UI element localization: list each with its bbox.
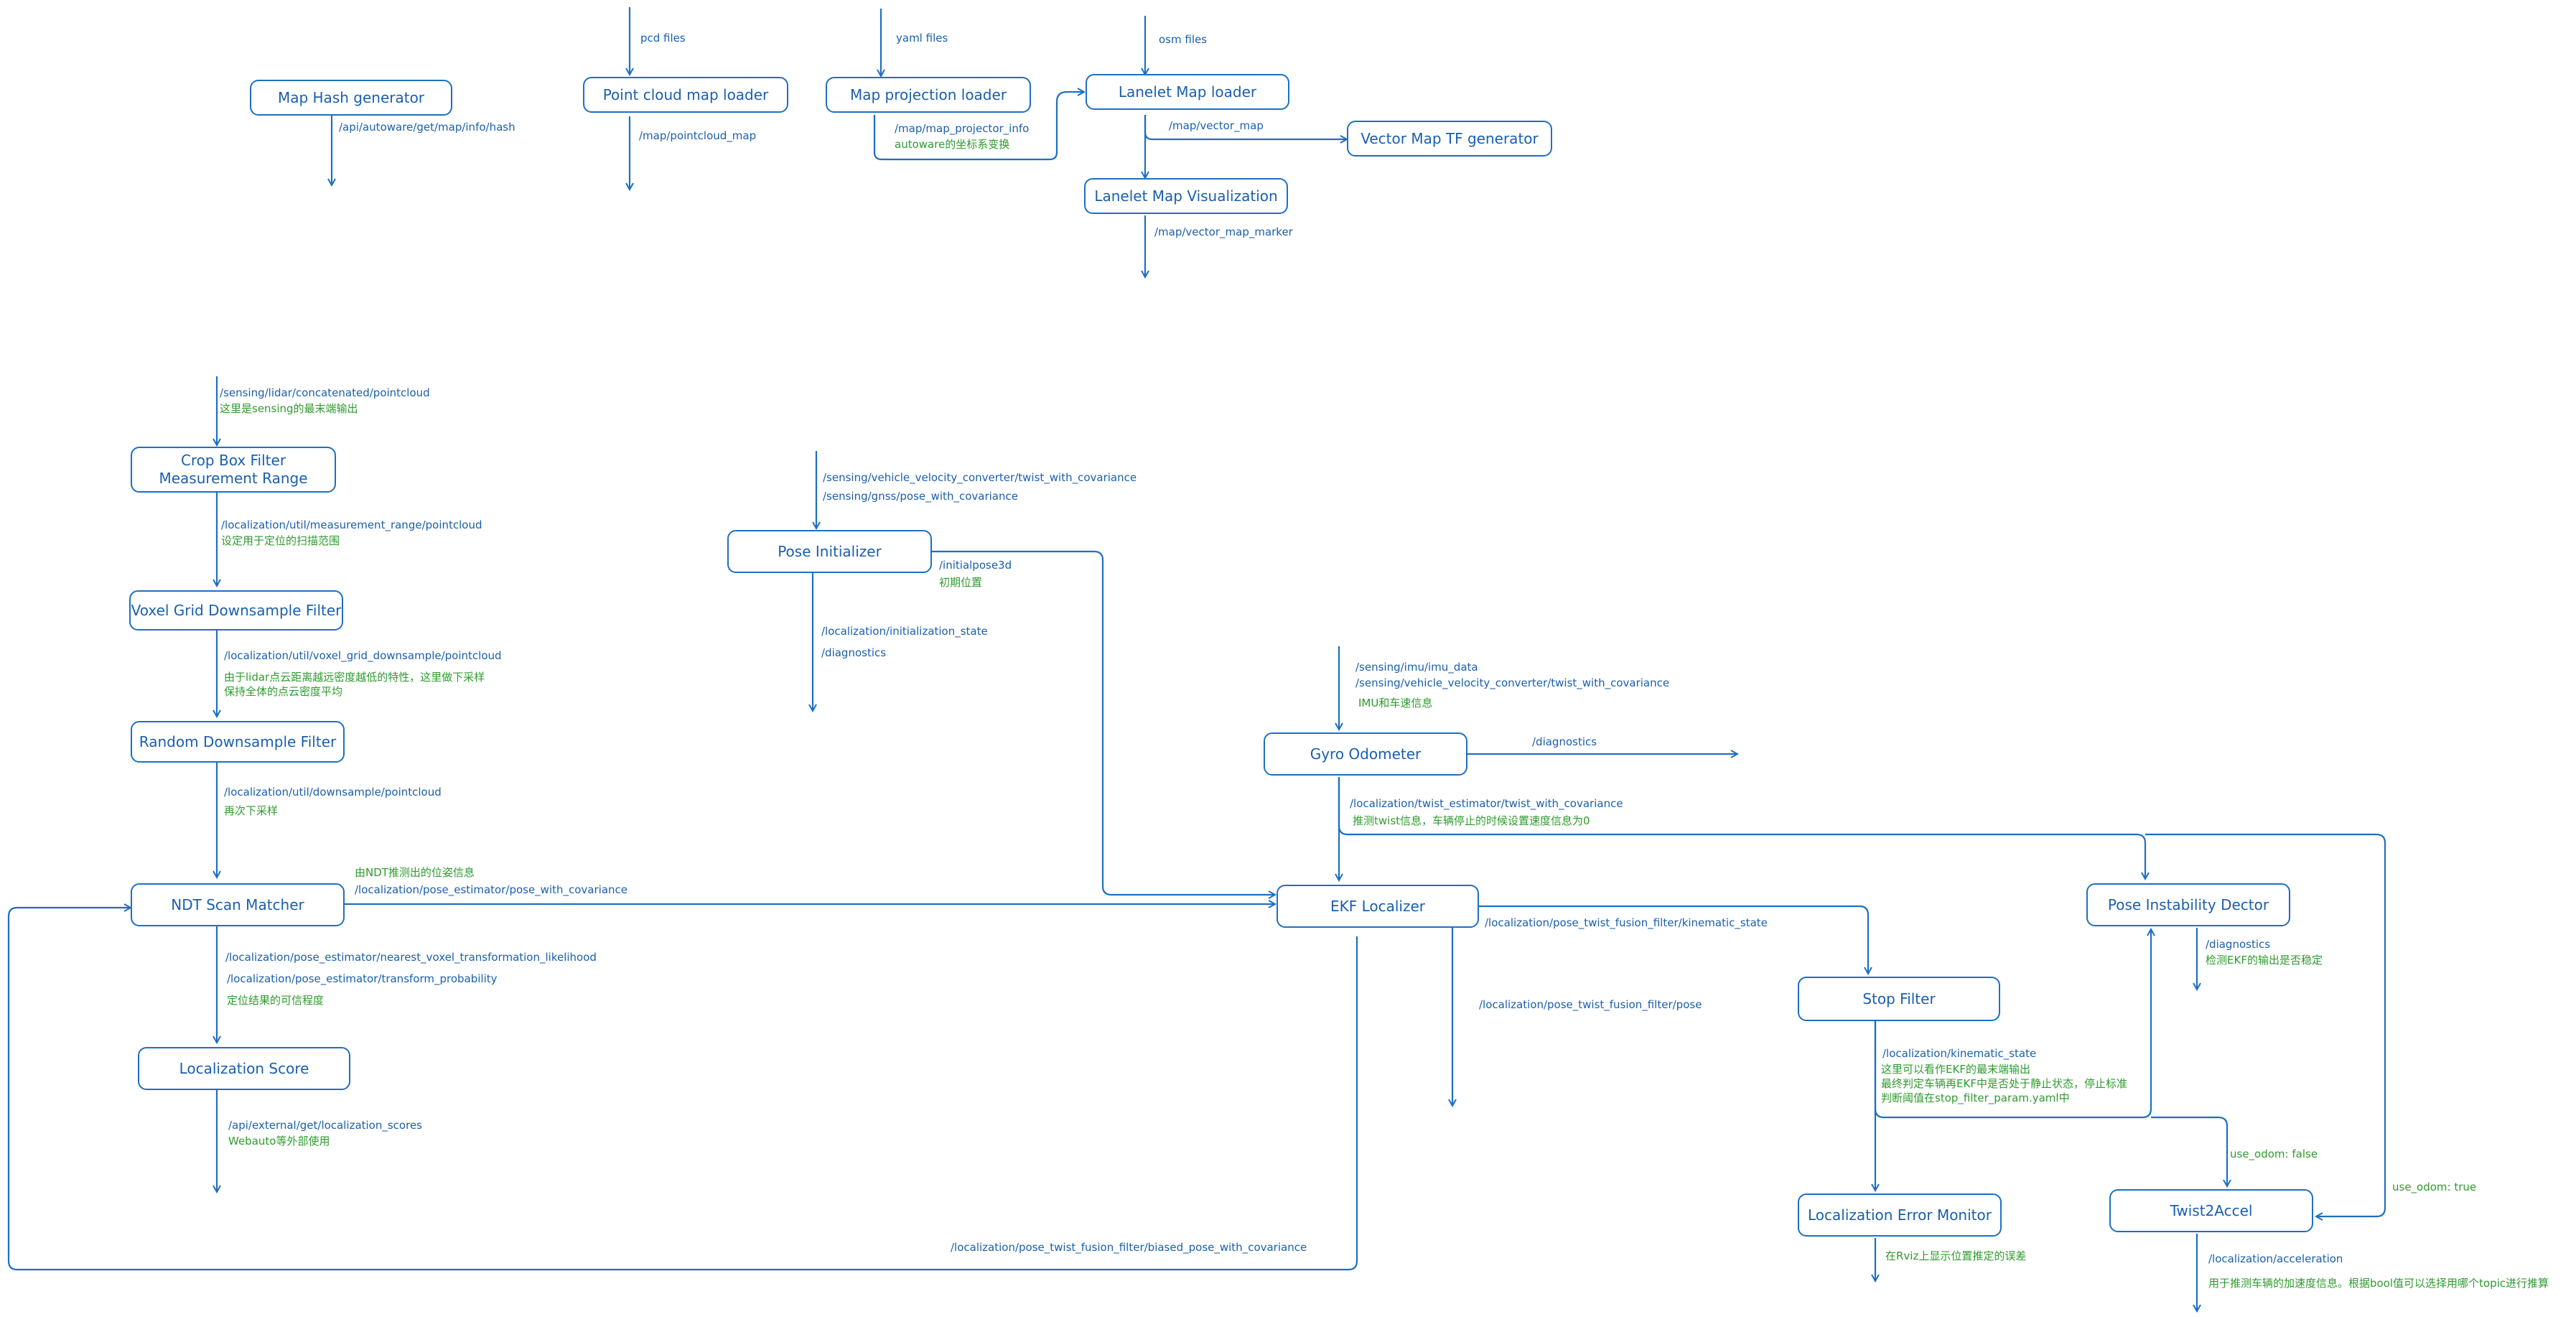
node-label: Twist2Accel <box>2170 1201 2253 1219</box>
label-ndt-out-topic: /localization/pose_estimator/pose_with_c… <box>355 883 628 896</box>
label-initialization-state: /localization/initialization_state <box>821 625 988 638</box>
label-osm-files: osm files <box>1159 33 1208 46</box>
label-gnss-topic: /sensing/gnss/pose_with_covariance <box>823 490 1018 503</box>
node-label-line-2: Measurement Range <box>159 470 308 487</box>
label-init-diagnostics: /diagnostics <box>821 646 887 659</box>
edge-stop-to-twist2accel <box>2151 1116 2227 1186</box>
label-localization-scores-note: Webauto等外部使用 <box>228 1135 330 1148</box>
node-localization-error-monitor[interactable]: Localization Error Monitor <box>1798 1193 2002 1237</box>
label-fusion-pose-topic: /localization/pose_twist_fusion_filter/p… <box>1479 998 1702 1011</box>
edge-pose-init-to-ekf <box>932 550 1275 895</box>
node-label: Map Hash generator <box>277 88 425 106</box>
label-api-map-hash: /api/autoware/get/map/info/hash <box>339 121 515 134</box>
node-label: Random Downsample Filter <box>139 732 337 750</box>
label-biased-pose-topic: /localization/pose_twist_fusion_filter/b… <box>951 1241 1307 1254</box>
node-ekf-localizer[interactable]: EKF Localizer <box>1277 885 1479 928</box>
label-vector-map: /map/vector_map <box>1169 119 1264 132</box>
label-twist-estimator-topic: /localization/twist_estimator/twist_with… <box>1350 797 1623 810</box>
label-ndt-transform-probability: /localization/pose_estimator/transform_p… <box>227 972 498 985</box>
label-use-odom-false: use_odom: false <box>2230 1148 2318 1160</box>
node-vector-map-tf-generator[interactable]: Vector Map TF generator <box>1347 121 1552 157</box>
node-map-hash-generator[interactable]: Map Hash generator <box>250 80 452 116</box>
label-stop-note-2: 最终判定车辆再EKF中是否处于静止状态，停止标准 <box>1881 1077 2127 1090</box>
node-label: Map projection loader <box>849 85 1007 103</box>
label-instability-note: 检测EKF的输出是否稳定 <box>2206 954 2323 967</box>
label-voxel-note-1: 由于lidar点云距离越远密度越低的特性，这里做下采样 <box>224 671 485 684</box>
node-label: Pose Instability Dector <box>2107 895 2269 913</box>
label-ndt-likelihood: /localization/pose_estimator/nearest_vox… <box>225 951 597 964</box>
node-label: Pose Initializer <box>778 542 882 560</box>
edge-gyro-to-twist2accel <box>2145 833 2386 1216</box>
node-label-line-1: Crop Box Filter <box>180 452 286 469</box>
label-lidar-topic: /sensing/lidar/concatenated/pointcloud <box>220 386 430 399</box>
label-instability-diagnostics: /diagnostics <box>2206 938 2271 951</box>
node-random-downsample-filter[interactable]: Random Downsample Filter <box>131 721 345 763</box>
node-label: Gyro Odometer <box>1310 745 1422 763</box>
label-meas-range-note: 设定用于定位的扫描范围 <box>221 534 340 547</box>
node-label: NDT Scan Matcher <box>171 895 304 913</box>
label-error-monitor-note: 在Rviz上显示位置推定的误差 <box>1885 1249 2027 1262</box>
label-stop-note-3: 判断阈值在stop_filter_param.yaml中 <box>1881 1092 2070 1104</box>
edge-stop-to-instab <box>1874 929 2151 1119</box>
label-twist-estimator-note: 推测twist信息，车辆停止的时候设置速度信息为0 <box>1353 814 1590 827</box>
label-stop-kinematic-topic: /localization/kinematic_state <box>1882 1047 2037 1060</box>
node-stop-filter[interactable]: Stop Filter <box>1798 977 2000 1021</box>
edge-gyro-to-instab <box>1338 777 2145 879</box>
label-voxel-note-2: 保持全体的点云密度平均 <box>224 685 343 698</box>
node-pose-initializer[interactable]: Pose Initializer <box>727 530 932 573</box>
edge-ekf-to-stop <box>1479 905 1868 974</box>
edge-projector-to-lanelet <box>873 92 1084 161</box>
label-gyro-diagnostics: /diagnostics <box>1532 735 1597 748</box>
node-gyro-odometer[interactable]: Gyro Odometer <box>1264 732 1467 776</box>
node-lanelet-map-loader[interactable]: Lanelet Map loader <box>1086 74 1289 110</box>
node-label: Localization Score <box>179 1059 309 1077</box>
node-map-projection-loader[interactable]: Map projection loader <box>826 77 1031 113</box>
label-random-topic: /localization/util/downsample/pointcloud <box>224 786 442 799</box>
label-imu-topic: /sensing/imu/imu_data <box>1355 661 1478 674</box>
label-map-projector-info: /map/map_projector_info <box>895 122 1030 135</box>
node-pose-instability-detector[interactable]: Pose Instability Dector <box>2086 883 2290 926</box>
label-initialpose-note: 初期位置 <box>939 576 983 589</box>
node-twist2accel[interactable]: Twist2Accel <box>2109 1189 2313 1232</box>
label-acceleration-topic: /localization/acceleration <box>2208 1252 2343 1265</box>
node-label: Localization Error Monitor <box>1808 1206 1992 1224</box>
node-label: Vector Map TF generator <box>1361 129 1539 147</box>
label-use-odom-true: use_odom: true <box>2392 1181 2477 1193</box>
label-yaml-files: yaml files <box>896 32 948 45</box>
label-map-projector-note: autoware的坐标系变换 <box>895 138 1010 151</box>
label-kinematic-state-topic: /localization/pose_twist_fusion_filter/k… <box>1485 916 1768 929</box>
label-initialpose3d: /initialpose3d <box>939 559 1012 572</box>
label-random-note: 再次下采样 <box>224 804 279 817</box>
label-velocity-converter-topic: /sensing/vehicle_velocity_converter/twis… <box>823 471 1137 484</box>
label-localization-scores-topic: /api/external/get/localization_scores <box>228 1119 422 1132</box>
node-label: Stop Filter <box>1862 990 1936 1007</box>
node-label: Point cloud map loader <box>602 85 769 103</box>
node-voxel-grid-downsample-filter[interactable]: Voxel Grid Downsample Filter <box>129 590 343 630</box>
label-ndt-score-note: 定位结果的可信程度 <box>227 994 325 1007</box>
edge-ekf-biased-to-ndt <box>7 908 1358 1271</box>
node-pointcloud-map-loader[interactable]: Point cloud map loader <box>583 77 788 113</box>
label-map-pointcloud: /map/pointcloud_map <box>639 129 757 142</box>
label-meas-range-topic: /localization/util/measurement_range/poi… <box>221 518 482 531</box>
label-vector-map-marker: /map/vector_map_marker <box>1154 225 1293 238</box>
label-voxel-topic: /localization/util/voxel_grid_downsample… <box>224 649 502 662</box>
label-stop-note-1: 这里可以看作EKF的最末端输出 <box>1881 1063 2030 1076</box>
label-ndt-out-note: 由NDT推测出的位姿信息 <box>355 866 475 879</box>
node-label: Lanelet Map loader <box>1118 83 1257 101</box>
node-label: Lanelet Map Visualization <box>1094 187 1278 205</box>
node-ndt-scan-matcher[interactable]: NDT Scan Matcher <box>131 883 345 926</box>
node-label: EKF Localizer <box>1330 897 1426 915</box>
node-crop-box-filter[interactable]: Crop Box Filter Measurement Range <box>131 447 336 493</box>
node-label: Voxel Grid Downsample Filter <box>131 601 342 619</box>
label-pcd-files: pcd files <box>640 32 686 45</box>
node-localization-score[interactable]: Localization Score <box>138 1047 350 1090</box>
node-lanelet-map-visualization[interactable]: Lanelet Map Visualization <box>1084 178 1288 214</box>
label-lidar-note: 这里是sensing的最末端输出 <box>220 402 358 415</box>
label-gyro-velocity-topic: /sensing/vehicle_velocity_converter/twis… <box>1355 676 1670 689</box>
label-acceleration-note: 用于推测车辆的加速度信息。根据bool值可以选择用哪个topic进行推算 <box>2208 1277 2549 1290</box>
label-gyro-input-note: IMU和车速信息 <box>1358 697 1433 709</box>
